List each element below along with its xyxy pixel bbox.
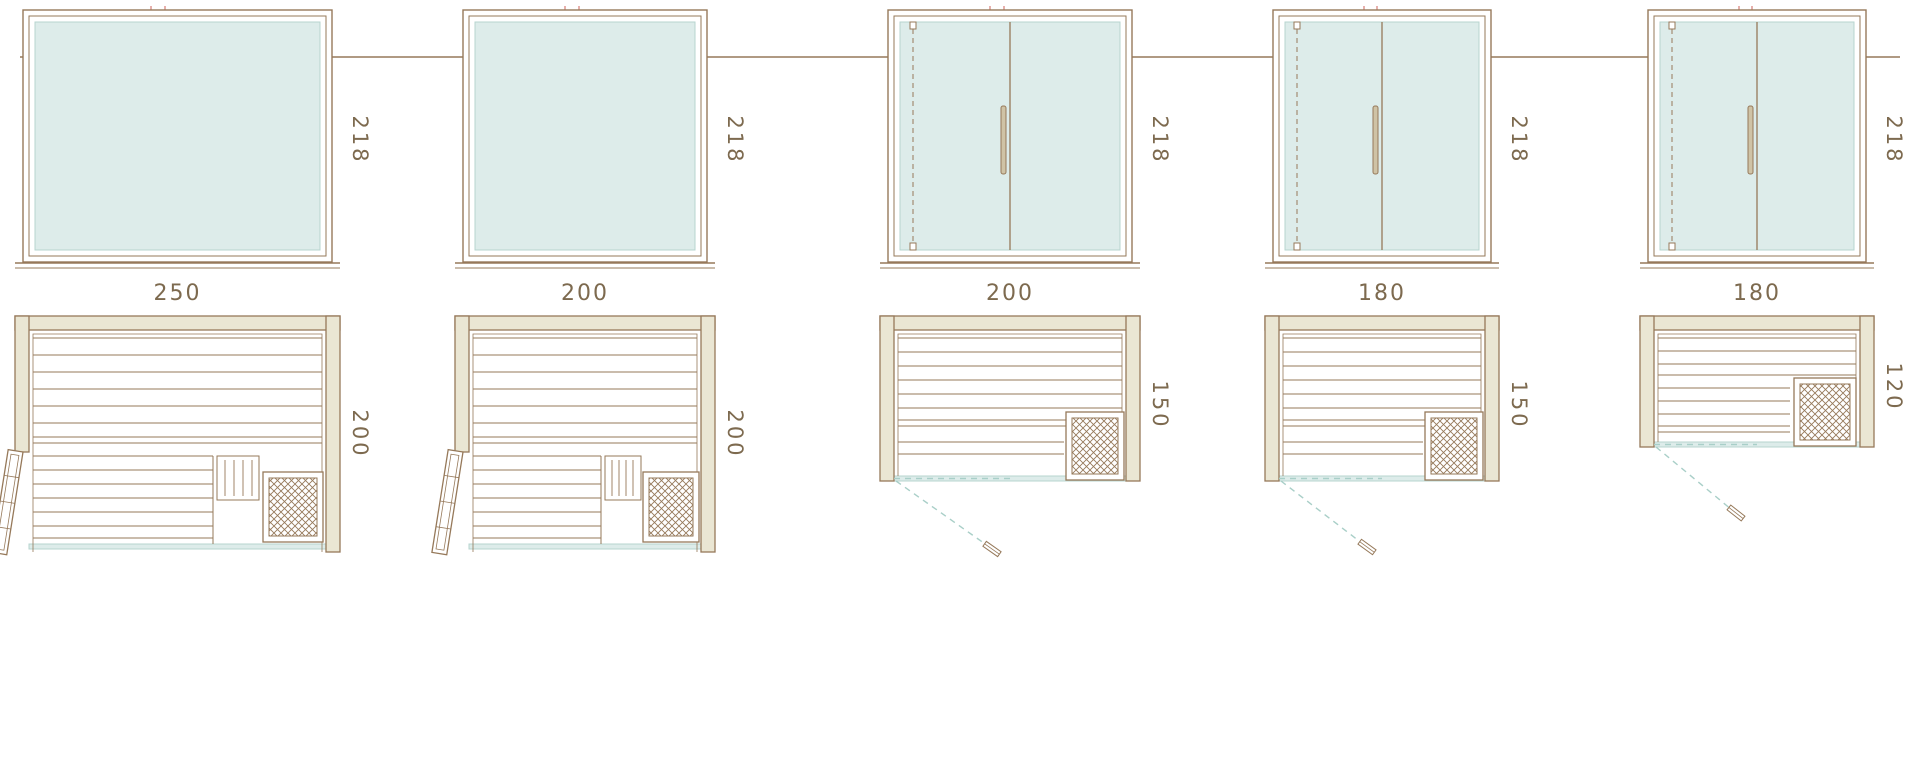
door-swing-line bbox=[895, 480, 989, 547]
plan-view: 150 bbox=[1264, 315, 1531, 556]
height-dimension: 218 bbox=[723, 115, 747, 165]
heater-icon bbox=[1793, 377, 1857, 447]
model-column-180x150: 218 180 bbox=[1264, 6, 1531, 556]
door-handle-glyph bbox=[1357, 538, 1377, 556]
depth-dimension: 150 bbox=[1148, 379, 1172, 430]
model-column-180x120: 218 180 bbox=[1639, 6, 1906, 522]
wall-liner bbox=[1282, 333, 1482, 476]
wall-back bbox=[879, 315, 1141, 331]
glass-pane bbox=[34, 21, 321, 251]
heater-icon bbox=[642, 471, 700, 543]
width-dimension: 180 bbox=[1358, 281, 1406, 306]
elevation-view: 218 bbox=[15, 6, 372, 274]
width-dimension: 200 bbox=[986, 281, 1034, 306]
frame-inner bbox=[468, 15, 702, 257]
hinge-top bbox=[909, 21, 917, 30]
door-leaf bbox=[0, 448, 24, 556]
door-handle-glyph bbox=[982, 540, 1002, 558]
door-swing-line bbox=[1655, 446, 1733, 511]
frame-inner bbox=[28, 15, 327, 257]
wall-left bbox=[1639, 315, 1655, 448]
heater-icon bbox=[1424, 411, 1484, 481]
lower-bench-slats bbox=[898, 441, 1064, 455]
heater-icon bbox=[1065, 411, 1125, 481]
door-swing-line bbox=[1280, 480, 1364, 545]
hinge-bottom bbox=[1293, 242, 1301, 251]
frame-inner bbox=[1278, 15, 1486, 257]
wall-liner bbox=[897, 333, 1123, 476]
wall-back bbox=[1264, 315, 1500, 331]
hinge-top bbox=[1293, 21, 1301, 30]
height-dimension: 218 bbox=[1882, 115, 1906, 165]
lower-bench-slats bbox=[33, 455, 214, 544]
wall-back bbox=[1639, 315, 1875, 331]
wall-right bbox=[1484, 315, 1500, 482]
elevation-view: 218 bbox=[1265, 6, 1531, 274]
door-leaf bbox=[431, 448, 464, 556]
upper-bench-slats bbox=[1658, 337, 1856, 433]
door-handle-glyph bbox=[1726, 504, 1746, 522]
wall-right bbox=[325, 315, 341, 553]
wall-right bbox=[700, 315, 716, 553]
plan-view: 150 bbox=[879, 315, 1172, 558]
wall-left bbox=[454, 315, 470, 453]
wall-left bbox=[14, 315, 30, 453]
hinge-bottom bbox=[909, 242, 917, 251]
wall-left bbox=[1264, 315, 1280, 482]
width-dimension: 200 bbox=[561, 281, 609, 306]
elevation-view: 218 bbox=[880, 6, 1172, 274]
depth-dimension: 120 bbox=[1882, 362, 1906, 412]
frame-inner bbox=[1653, 15, 1861, 257]
plan-view: 200 bbox=[0, 315, 372, 556]
lower-bench-slats bbox=[1283, 441, 1423, 455]
height-dimension: 218 bbox=[1148, 115, 1172, 165]
upper-bench-slats bbox=[473, 337, 697, 444]
wall-right bbox=[1859, 315, 1875, 448]
door-handle bbox=[1747, 105, 1754, 175]
model-column-200x150: 218 200 bbox=[879, 6, 1172, 558]
frame-inner bbox=[893, 15, 1127, 257]
glass-pane bbox=[474, 21, 696, 251]
wall-back bbox=[14, 315, 341, 331]
model-column-200x200: 218 200 bbox=[431, 6, 747, 556]
lower-bench-slats bbox=[473, 455, 602, 544]
door-handle bbox=[1000, 105, 1007, 175]
wall-right bbox=[1125, 315, 1141, 482]
backrest bbox=[216, 455, 260, 501]
elevation-view: 218 bbox=[1640, 6, 1906, 274]
wall-left bbox=[879, 315, 895, 482]
width-dimension: 250 bbox=[153, 281, 202, 306]
plan-view: 120 bbox=[1639, 315, 1906, 522]
depth-dimension: 200 bbox=[723, 409, 747, 459]
upper-bench-slats bbox=[1283, 337, 1481, 427]
depth-dimension: 150 bbox=[1507, 379, 1531, 430]
backrest bbox=[604, 455, 642, 501]
hinge-bottom bbox=[1668, 242, 1676, 251]
wall-back bbox=[454, 315, 716, 331]
door-handle bbox=[1372, 105, 1379, 175]
width-dimension: 180 bbox=[1733, 281, 1781, 306]
model-column-250x200: 218 250 bbox=[0, 6, 372, 556]
plan-view: 200 bbox=[431, 315, 747, 556]
heater-icon bbox=[262, 471, 324, 543]
elevation-view: 218 bbox=[455, 6, 747, 274]
upper-bench-slats bbox=[33, 337, 322, 444]
height-dimension: 218 bbox=[1507, 115, 1531, 165]
depth-dimension: 200 bbox=[348, 409, 372, 459]
height-dimension: 218 bbox=[348, 115, 372, 165]
hinge-top bbox=[1668, 21, 1676, 30]
